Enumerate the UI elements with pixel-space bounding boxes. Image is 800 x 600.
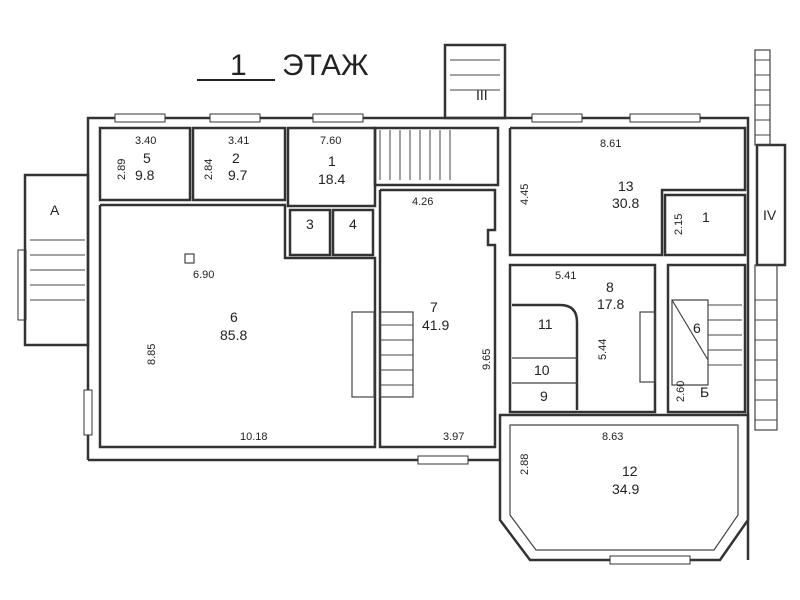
room-label: 1 bbox=[702, 209, 710, 225]
room-label: 30.8 bbox=[612, 195, 639, 211]
room-label: 8.85 bbox=[146, 344, 158, 365]
room-label: 6.90 bbox=[193, 269, 214, 281]
room-label: 2.15 bbox=[673, 214, 685, 235]
room-label: 3.40 bbox=[135, 135, 156, 147]
room-label: 7.60 bbox=[320, 135, 341, 147]
room-label: III bbox=[476, 87, 488, 103]
room-label: 10 bbox=[534, 362, 550, 378]
room-4 bbox=[331, 208, 375, 257]
room-label: 3.41 bbox=[228, 135, 249, 147]
room-label: 4.26 bbox=[412, 196, 433, 208]
room-label: 13 bbox=[618, 178, 634, 194]
stair-treads bbox=[30, 59, 777, 421]
room-label: 85.8 bbox=[220, 327, 247, 343]
windows bbox=[17, 113, 701, 565]
room-label: 8.61 bbox=[600, 138, 621, 150]
wc-block bbox=[512, 303, 579, 410]
room-label: А bbox=[50, 202, 60, 218]
room-7 bbox=[378, 188, 497, 449]
room-label: 12 bbox=[622, 463, 638, 479]
room-label: 2.89 bbox=[116, 159, 128, 180]
stair-entrance-top bbox=[443, 43, 507, 120]
room-label: 4 bbox=[349, 216, 357, 232]
room-label: 10.18 bbox=[240, 431, 268, 443]
stair-iii bbox=[373, 126, 500, 187]
room-labels: 3.40 2.89 5 9.8 3.41 2.84 2 9.7 7.60 1 1… bbox=[50, 87, 777, 497]
room-3 bbox=[288, 208, 332, 257]
stair-iv bbox=[755, 143, 787, 267]
room-label: 18.4 bbox=[318, 171, 345, 187]
room-label: 5 bbox=[143, 150, 151, 166]
room-label: 41.9 bbox=[422, 317, 449, 333]
room-label: 8.63 bbox=[602, 431, 623, 443]
room-label: 3.97 bbox=[443, 431, 464, 443]
room-label: 5.41 bbox=[555, 270, 576, 282]
room-label: 9.7 bbox=[228, 167, 248, 183]
room-label: 4.45 bbox=[519, 184, 531, 205]
room-label: 7 bbox=[430, 299, 438, 315]
room-label: 9 bbox=[540, 388, 548, 404]
room-label: 9.8 bbox=[135, 167, 155, 183]
room-label: IV bbox=[763, 207, 777, 223]
room-label: 8 bbox=[606, 279, 614, 295]
stair-b bbox=[666, 263, 747, 414]
room-label: 6 bbox=[693, 320, 701, 336]
room-13 bbox=[508, 126, 747, 257]
room-label: 17.8 bbox=[597, 296, 624, 312]
room-2 bbox=[191, 126, 287, 202]
room-5 bbox=[98, 126, 192, 202]
room-1b bbox=[663, 193, 747, 257]
room-label: 34.9 bbox=[612, 481, 639, 497]
room-label: 2.60 bbox=[675, 381, 687, 402]
rooms bbox=[23, 43, 787, 449]
room-label: 11 bbox=[538, 316, 553, 332]
room-label: 5.44 bbox=[597, 339, 609, 360]
room-label: 9.65 bbox=[481, 349, 493, 370]
stair-a bbox=[23, 173, 90, 347]
room-label: 3 bbox=[306, 216, 314, 232]
room-8 bbox=[508, 263, 657, 414]
room-label: 1 bbox=[328, 153, 336, 169]
room-6 bbox=[98, 203, 377, 449]
room-label: Б bbox=[700, 384, 709, 400]
room-label: 2.84 bbox=[203, 159, 215, 180]
room-label: 6 bbox=[230, 309, 238, 325]
room-label: 2.88 bbox=[519, 454, 531, 475]
floor-number: 1 bbox=[230, 49, 247, 82]
floor-label: ЭТАЖ bbox=[282, 49, 369, 82]
room-label: 2 bbox=[232, 150, 240, 166]
